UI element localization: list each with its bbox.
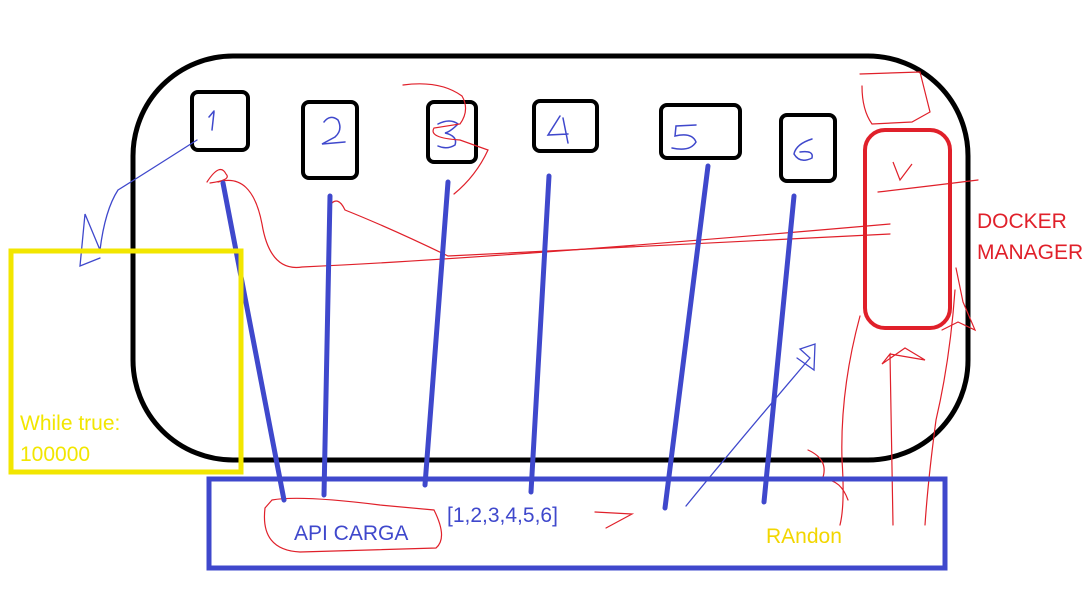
handwritten-mark-in-manager (892, 161, 913, 182)
container-box-6 (779, 113, 837, 183)
red-line-from-manager (877, 179, 979, 193)
container-box-5 (659, 103, 742, 160)
handwritten-digit-2 (321, 116, 346, 145)
container-box-2 (301, 100, 359, 180)
red-arrow-up-2 (941, 267, 977, 332)
blue-arrow-to-while (79, 139, 198, 267)
docker-manager-label: DOCKER MANAGER (977, 206, 1083, 268)
docker-manager-box (863, 128, 952, 330)
container-box-3 (426, 100, 478, 164)
red-curve-to-box2 (329, 200, 891, 257)
red-scribble-box3 (402, 83, 489, 195)
docker-manager-line2: MANAGER (977, 241, 1083, 264)
connection-line-2 (321, 193, 333, 498)
while-true-line1: While true: (20, 412, 121, 435)
handwritten-digit-3 (437, 120, 460, 149)
while-true-box (8, 248, 244, 475)
container-box-4 (532, 99, 599, 153)
while-true-line2: 100000 (20, 443, 91, 466)
docker-manager-line1: DOCKER (977, 210, 1067, 233)
red-arrow-up-1 (881, 347, 926, 526)
connection-line-3 (422, 179, 451, 488)
api-carga-box (206, 476, 948, 571)
handwritten-digit-4 (546, 115, 569, 144)
blue-arrow-to-box6 (685, 343, 816, 507)
connection-line-1 (220, 180, 287, 503)
connection-line-5 (662, 163, 711, 511)
api-carga-label: API CARGA (294, 522, 409, 545)
randon-label: RAndon (766, 525, 842, 548)
red-scribble-top-right (859, 71, 931, 125)
handwritten-digit-1 (208, 110, 215, 131)
red-line-right-2 (924, 289, 956, 526)
host-rounded-box (130, 53, 971, 463)
while-true-label: While true: 100000 (20, 408, 120, 470)
red-line-right-1 (839, 315, 861, 526)
handwritten-digit-6 (793, 138, 813, 161)
red-mark-near-array (594, 511, 635, 529)
array-label: [1,2,3,4,5,6] (447, 504, 558, 527)
handwritten-digit-5 (671, 124, 697, 150)
red-outline-api-carga (263, 497, 443, 553)
container-box-1 (190, 90, 250, 152)
connection-line-6 (761, 193, 797, 505)
connection-line-4 (528, 173, 552, 495)
